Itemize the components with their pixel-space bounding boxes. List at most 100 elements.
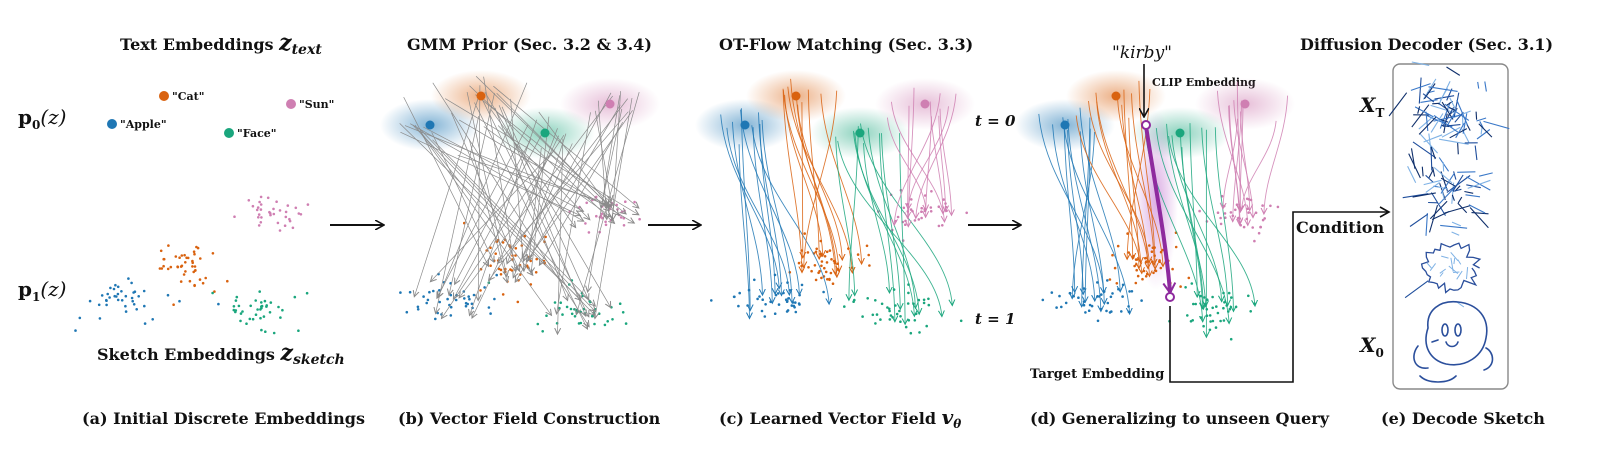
flow-curve (908, 106, 949, 209)
sketch-point (561, 313, 564, 316)
query-flow-path (1144, 125, 1177, 295)
sketch-point (1190, 282, 1194, 285)
sketch-point (464, 301, 468, 305)
sketch-point (434, 317, 437, 321)
sketch-point (266, 196, 270, 200)
vector-field-arrow (493, 85, 638, 208)
flow-curve (1201, 127, 1228, 306)
sketch-point (151, 318, 154, 321)
noise-stroke (1409, 213, 1429, 227)
sketch-point (232, 308, 236, 312)
sketch-point (1151, 260, 1154, 264)
vector-field-arrow (501, 106, 589, 300)
sketch-point (1219, 216, 1222, 220)
flow-curve (720, 114, 780, 289)
sketch-point (733, 295, 736, 299)
sketch-point (1199, 316, 1203, 319)
sketch-point (1261, 218, 1265, 222)
sketch-point (888, 307, 891, 311)
noise-stroke (1412, 192, 1436, 198)
sketch-point (256, 206, 260, 209)
sketch-point (638, 217, 641, 221)
sketch-point (874, 322, 877, 325)
sketch-point (255, 208, 259, 212)
sketch-point (98, 317, 102, 320)
panel-b-title: GMM Prior (Sec. 3.2 & 3.4) (407, 35, 652, 54)
sketch-point (293, 295, 297, 299)
sketch-point (853, 298, 856, 302)
sketch-point (211, 252, 215, 255)
sketch-point (622, 224, 626, 227)
sketch-point (124, 294, 128, 298)
noise-stroke (1483, 120, 1510, 130)
vector-field-arrow (510, 98, 524, 271)
sketch-point (1111, 292, 1114, 295)
sketch-point (773, 312, 777, 316)
sketch-point (624, 322, 628, 325)
sketch-point (269, 301, 273, 304)
noise-stroke (1430, 146, 1436, 160)
sketch-point (941, 224, 944, 227)
sketch-point (489, 312, 492, 315)
sketch-point (260, 216, 263, 219)
sketch-point (105, 303, 108, 307)
flow-curve (1117, 99, 1163, 266)
sketch-point (183, 253, 186, 257)
face-center (855, 128, 865, 138)
panel-c: OT-Flow Matching (Sec. 3.3) (c) Learned … (695, 35, 975, 431)
flow-curve (1063, 120, 1075, 293)
sketch-point (896, 215, 900, 219)
sketch-point (260, 305, 263, 308)
flow-curve (916, 93, 957, 219)
sketch-point (798, 303, 801, 306)
vector-field-arrow (468, 139, 507, 282)
sketch-point (120, 299, 124, 302)
sketch-point (182, 273, 186, 276)
vector-field-arrow (478, 85, 480, 300)
sketch-point (284, 215, 288, 219)
flow-curve (852, 130, 919, 314)
sketch-point (1050, 291, 1054, 294)
target-embedding-label: Target Embedding (1030, 367, 1164, 382)
face-label: "Face" (237, 127, 277, 140)
sketch-point (1235, 203, 1239, 206)
noise-stroke (1455, 122, 1465, 139)
flow-curve (837, 140, 942, 317)
sketch-point (1216, 311, 1220, 315)
vector-field-arrow (507, 128, 558, 263)
vector-field-arrow (470, 119, 538, 316)
sketch-point (198, 278, 202, 281)
sketch-point (258, 290, 262, 293)
t0-label: t = 0 (975, 112, 1016, 130)
flow-curve (1242, 120, 1277, 210)
sketch-point (776, 292, 780, 295)
sketch-point (1223, 212, 1227, 215)
sketch-point (826, 278, 829, 281)
sketch-point (797, 261, 801, 265)
sketch-point (803, 232, 806, 235)
sketch-point (127, 277, 130, 280)
flow-curve (740, 109, 800, 295)
sketch-point (254, 313, 258, 317)
sketch-point (211, 291, 214, 295)
sketch-point (1187, 276, 1191, 280)
sketch-point (499, 268, 503, 272)
sketch-point (1109, 295, 1113, 299)
sketch-point (178, 256, 181, 260)
noise-stroke (1422, 93, 1435, 103)
sketch-point (906, 302, 910, 305)
cat-center (791, 91, 801, 101)
sketch-point (241, 310, 244, 313)
sketch-point (133, 290, 137, 294)
sketch-point (1247, 211, 1250, 214)
sketch-point (1214, 326, 1218, 329)
sketch-point (191, 265, 194, 268)
noise-stroke (1419, 133, 1439, 154)
sketch-point (925, 324, 928, 328)
sketch-point (193, 284, 196, 288)
sketch-point (815, 247, 818, 251)
sketch-point (553, 301, 557, 304)
sketch-point (1135, 263, 1138, 266)
sketch-point (790, 304, 794, 307)
sketch-point (535, 257, 538, 261)
